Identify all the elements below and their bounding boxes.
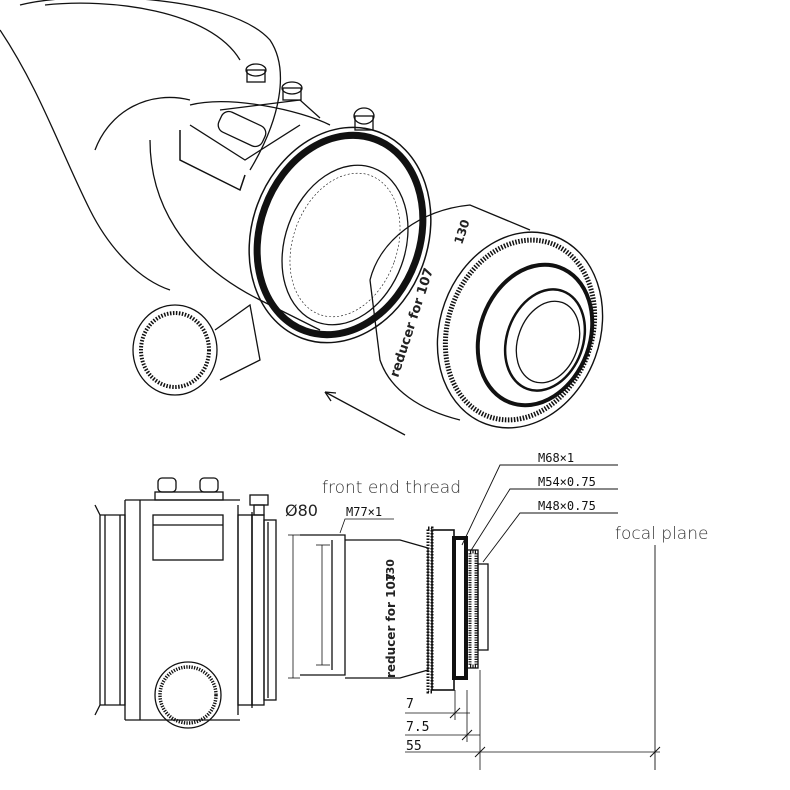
m54-label: M54×0.75 <box>538 475 596 489</box>
dim-55-label: 55 <box>406 739 422 754</box>
perspective-illustration <box>0 0 604 436</box>
side-view-drawing <box>94 464 661 770</box>
diameter-label: Ø80 <box>285 501 318 520</box>
focal-plane-label: focal plane <box>615 524 708 544</box>
reducer-engraving-side: reducer for 107 <box>384 573 398 678</box>
m68-label: M68×1 <box>538 451 574 465</box>
front-end-thread-label: front end thread <box>322 478 461 498</box>
dim-7-5-label: 7.5 <box>406 720 429 735</box>
reducer-engraving-top: reducer for 107 <box>388 266 437 379</box>
reducer-number-top: 130 <box>452 218 473 246</box>
m48-label: M48×0.75 <box>538 499 596 513</box>
m77-label: M77×1 <box>346 505 382 519</box>
reducer-number-side: 130 <box>384 559 397 582</box>
dim-7-label: 7 <box>406 697 414 712</box>
